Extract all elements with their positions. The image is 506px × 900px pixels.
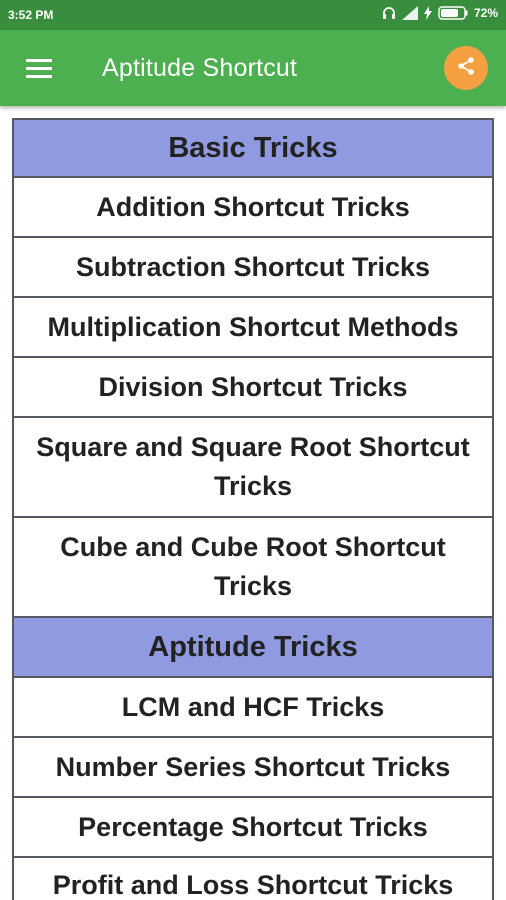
headphones-icon — [382, 6, 396, 20]
battery-icon — [438, 6, 468, 20]
list-item-lcm-hcf[interactable]: LCM and HCF Tricks — [12, 678, 494, 738]
signal-icon — [401, 6, 418, 20]
charging-icon — [423, 6, 432, 20]
status-bar: 3:52 PM 72% — [0, 0, 506, 30]
app-title: Aptitude Shortcut — [102, 54, 298, 82]
battery-percent: 72% — [473, 6, 498, 20]
list-item-cube-root[interactable]: Cube and Cube Root Shortcut Tricks — [12, 518, 494, 618]
app-bar: Aptitude Shortcut — [0, 30, 506, 106]
menu-icon[interactable] — [24, 54, 54, 84]
list-item-number-series[interactable]: Number Series Shortcut Tricks — [12, 738, 494, 798]
topics-list: Basic Tricks Addition Shortcut Tricks Su… — [12, 118, 494, 900]
list-item-division[interactable]: Division Shortcut Tricks — [12, 358, 494, 418]
list-item-square-root[interactable]: Square and Square Root Shortcut Tricks — [12, 418, 494, 518]
list-item-profit-loss[interactable]: Profit and Loss Shortcut Tricks — [12, 858, 494, 900]
list-item-multiplication[interactable]: Multiplication Shortcut Methods — [12, 298, 494, 358]
share-icon — [456, 56, 476, 81]
list-item-addition[interactable]: Addition Shortcut Tricks — [12, 178, 494, 238]
list-item-percentage[interactable]: Percentage Shortcut Tricks — [12, 798, 494, 858]
list-item-subtraction[interactable]: Subtraction Shortcut Tricks — [12, 238, 494, 298]
section-header-basic-tricks: Basic Tricks — [12, 118, 494, 178]
section-header-aptitude-tricks: Aptitude Tricks — [12, 618, 494, 678]
status-icons: 72% — [382, 6, 498, 20]
share-button[interactable] — [444, 46, 488, 90]
status-time: 3:52 PM — [8, 8, 54, 22]
